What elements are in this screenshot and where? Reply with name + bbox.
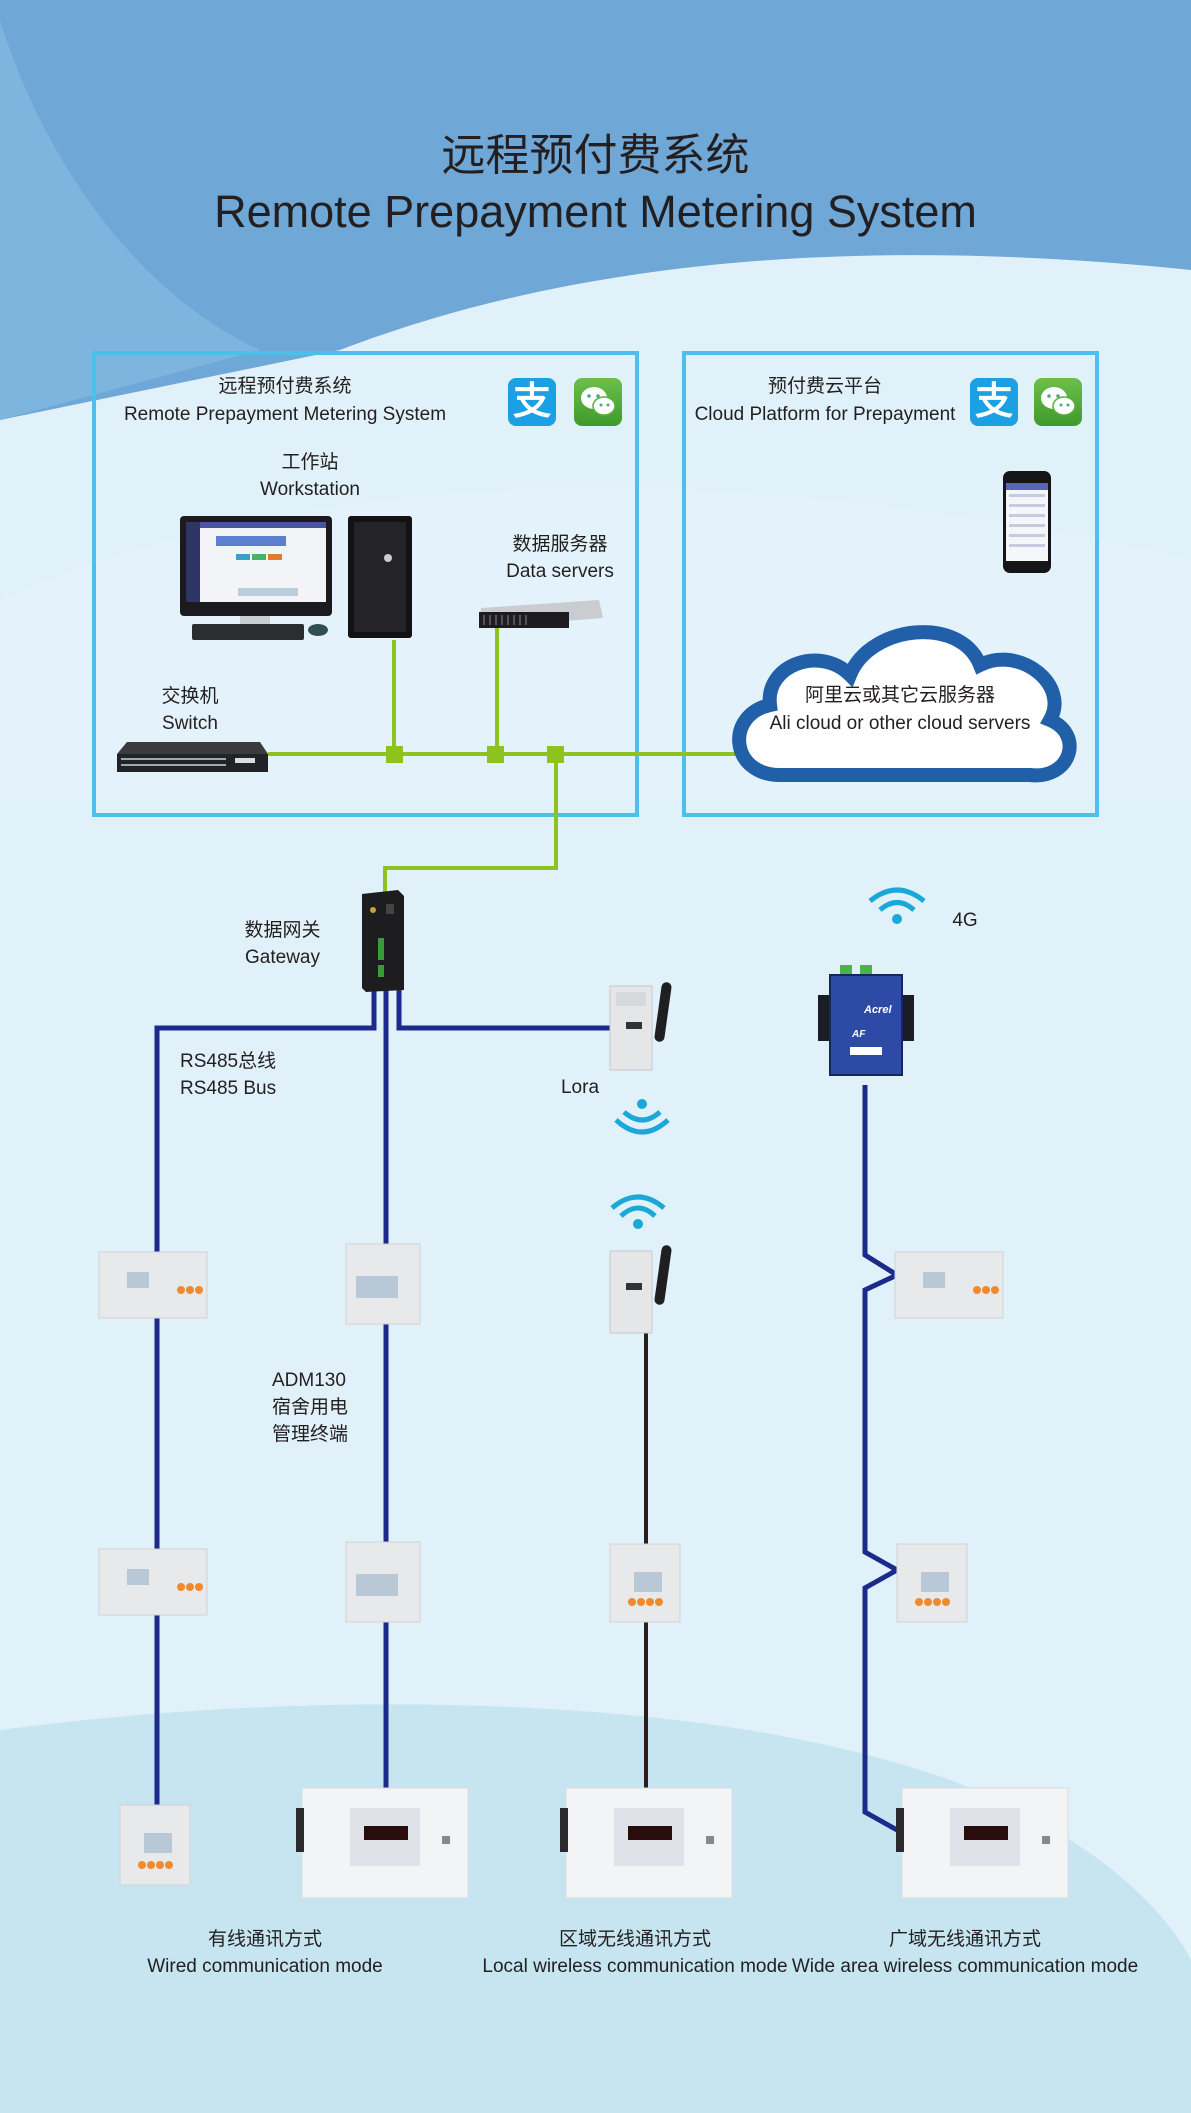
wechat-icon [574,378,622,426]
ethernet-gateway-drop [383,754,558,895]
gateway-icon [362,890,404,992]
cloud-icon [732,625,1077,783]
smartphone-icon [1003,471,1051,573]
rs485-line-lora [396,990,612,1031]
cloud-label-cn: 阿里云或其它云服务器 [804,685,995,706]
data-server-icon [479,600,603,628]
adm130-label-line3: 管理终端 [272,1424,349,1445]
alipay-icon: 支 [970,378,1018,426]
title-cn: 远程预付费系统 [441,131,750,180]
mode-wide-area-en: Wide area wireless communication mode [791,1956,1139,1977]
adm130-label-line1: ADM130 [272,1370,346,1391]
ethernet-junction [487,746,504,763]
bg-header-left-arc [0,20,260,420]
dtu-brand: Acrel [863,1004,892,1016]
data-servers-label-en: Data servers [506,561,614,582]
workstation-label-cn: 工作站 [281,452,339,473]
local-system-heading-en: Remote Prepayment Metering System [123,404,447,425]
three-phase-meter-icon [98,1251,208,1319]
title-en: Remote Prepayment Metering System [214,186,977,237]
wifi-icon [610,1194,666,1229]
mode-wide-area-cn: 广域无线通讯方式 [888,1929,1041,1950]
rs485-line-4g [862,1085,903,1833]
lora-label: Lora [560,1077,600,1098]
wifi-signal-icon [614,1099,670,1135]
cloud-platform-heading-cn: 预付费云平台 [767,376,882,397]
mode-local-wireless-cn: 区域无线通讯方式 [558,1929,711,1950]
cloud-label-en: Ali cloud or other cloud servers [769,713,1031,734]
rs485-label-en: RS485 Bus [180,1078,277,1099]
rs485-line-1 [154,990,377,1805]
workstation-label-en: Workstation [260,479,360,500]
single-phase-meter-icon [609,1543,681,1623]
data-servers-label-cn: 数据服务器 [512,534,608,555]
switch-label-cn: 交换机 [161,686,219,707]
metering-box-icon [896,1787,1069,1899]
wechat-icon [1034,378,1082,426]
alipay-icon: 支 [508,378,556,426]
mode-wired-en: Wired communication mode [147,1956,383,1977]
gateway-label-cn: 数据网关 [244,920,321,941]
three-phase-meter-icon [894,1251,1004,1319]
4g-label: 4G [952,910,978,931]
local-system-frame [92,351,639,817]
bg-footer-wave [0,1704,1191,2113]
single-phase-meter-icon [345,1243,421,1325]
lora-meter-icon [609,1245,672,1334]
single-phase-meter-icon [345,1541,421,1623]
three-phase-meter-icon [98,1548,208,1616]
lora-module-icon [609,982,672,1071]
bg-header-wave [0,0,1191,420]
4g-dtu-icon: Acrel AF [818,965,914,1076]
workstation-icon [180,516,412,640]
4g-wifi-icon [868,887,926,924]
mode-local-wireless-en: Local wireless communication mode [482,1956,788,1977]
single-phase-meter-icon [896,1543,968,1623]
single-phase-meter-icon [119,1804,191,1886]
gateway-label-en: Gateway [245,947,320,968]
metering-box-icon [560,1787,733,1899]
ethernet-junction [386,746,403,763]
dtu-model: AF [851,1029,866,1040]
metering-box-icon [296,1787,469,1899]
mode-wired-cn: 有线通讯方式 [207,1929,322,1950]
local-system-heading-cn: 远程预付费系统 [218,376,352,397]
adm130-label-line2: 宿舍用电 [272,1397,349,1418]
rs485-label-cn: RS485总线 [180,1051,277,1072]
cloud-platform-heading-en: Cloud Platform for Prepayment [694,404,956,425]
ethernet-junction [547,746,564,763]
cloud-platform-frame [682,351,1099,817]
switch-label-en: Switch [162,713,218,734]
network-switch-icon [117,742,268,772]
